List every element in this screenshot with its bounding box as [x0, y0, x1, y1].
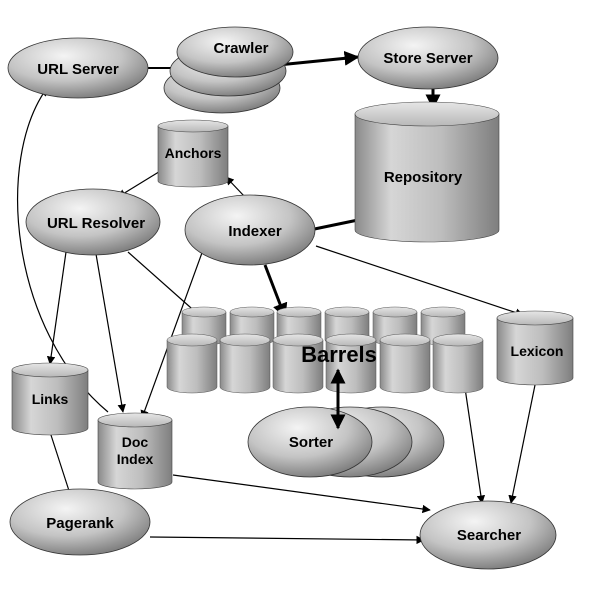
indexer-node: Indexer: [184, 194, 316, 266]
repository-label: Repository: [384, 169, 463, 186]
store-server-label: Store Server: [383, 50, 472, 67]
searcher-label: Searcher: [457, 527, 521, 544]
edge-docindex-searcher: [172, 474, 431, 514]
lexicon-label: Lexicon: [511, 343, 564, 359]
edge-lexicon-searcher: [508, 384, 536, 504]
edge-indexer-barrels: [263, 264, 288, 319]
anchors-node: Anchors: [157, 119, 229, 188]
crawler-node: Crawler: [163, 26, 294, 114]
links-node: Links: [11, 362, 89, 436]
pagerank-label: Pagerank: [46, 515, 114, 532]
edges: [17, 50, 536, 545]
indexer-label: Indexer: [228, 223, 282, 240]
crawler-label: Crawler: [213, 40, 268, 57]
links-label: Links: [32, 391, 69, 407]
edge-links-pagerank: [49, 431, 74, 501]
anchors-label: Anchors: [165, 145, 222, 161]
doc-index-label-line1: Doc: [122, 434, 149, 450]
url-server-node: URL Server: [7, 37, 149, 99]
edge-anchors-urlresolver: [117, 169, 163, 198]
sorter-label: Sorter: [289, 434, 333, 451]
sorter-node: Sorter: [247, 406, 445, 478]
edge-indexer-lexicon: [315, 245, 524, 317]
edge-indexer-anchors: [225, 176, 246, 198]
edge-barrels-searcher: [464, 387, 486, 504]
pagerank-node: Pagerank: [9, 488, 151, 556]
searcher-node: Searcher: [419, 500, 557, 570]
edge-urlresolver-links: [46, 251, 67, 365]
edge-indexer-docindex: [140, 249, 204, 419]
barrels-label: Barrels: [301, 342, 377, 367]
barrels-front-row: [166, 333, 484, 394]
doc-index-label-line2: Index: [117, 451, 154, 467]
url-resolver-node: URL Resolver: [25, 188, 161, 256]
repository-node: Repository: [354, 101, 500, 243]
edge-crawler-storeserver: [277, 50, 360, 67]
barrels-node: Barrels: [166, 306, 484, 394]
url-resolver-label: URL Resolver: [47, 215, 145, 232]
edge-urlresolver-docindex: [95, 253, 126, 413]
lexicon-node: Lexicon: [496, 310, 574, 386]
doc-index-node: Doc Index: [97, 412, 173, 490]
store-server-node: Store Server: [357, 26, 499, 90]
edge-pagerank-searcher: [149, 535, 425, 545]
url-server-label: URL Server: [37, 61, 119, 78]
